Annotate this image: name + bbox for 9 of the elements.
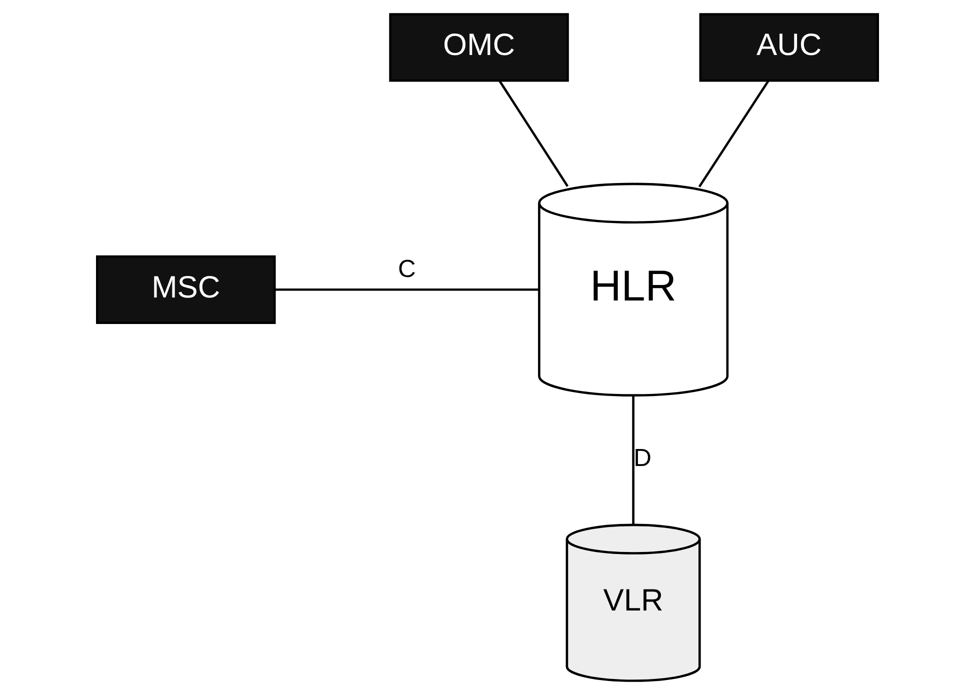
- node-box: OMC: [388, 13, 568, 82]
- node-box: MSC: [96, 255, 276, 324]
- edge-label: D: [633, 444, 651, 472]
- connector: [698, 80, 769, 188]
- node-box: AUC: [698, 13, 878, 82]
- connector: [632, 396, 634, 525]
- edge-label: C: [397, 256, 416, 283]
- connector: [498, 80, 568, 187]
- connector: [274, 288, 539, 291]
